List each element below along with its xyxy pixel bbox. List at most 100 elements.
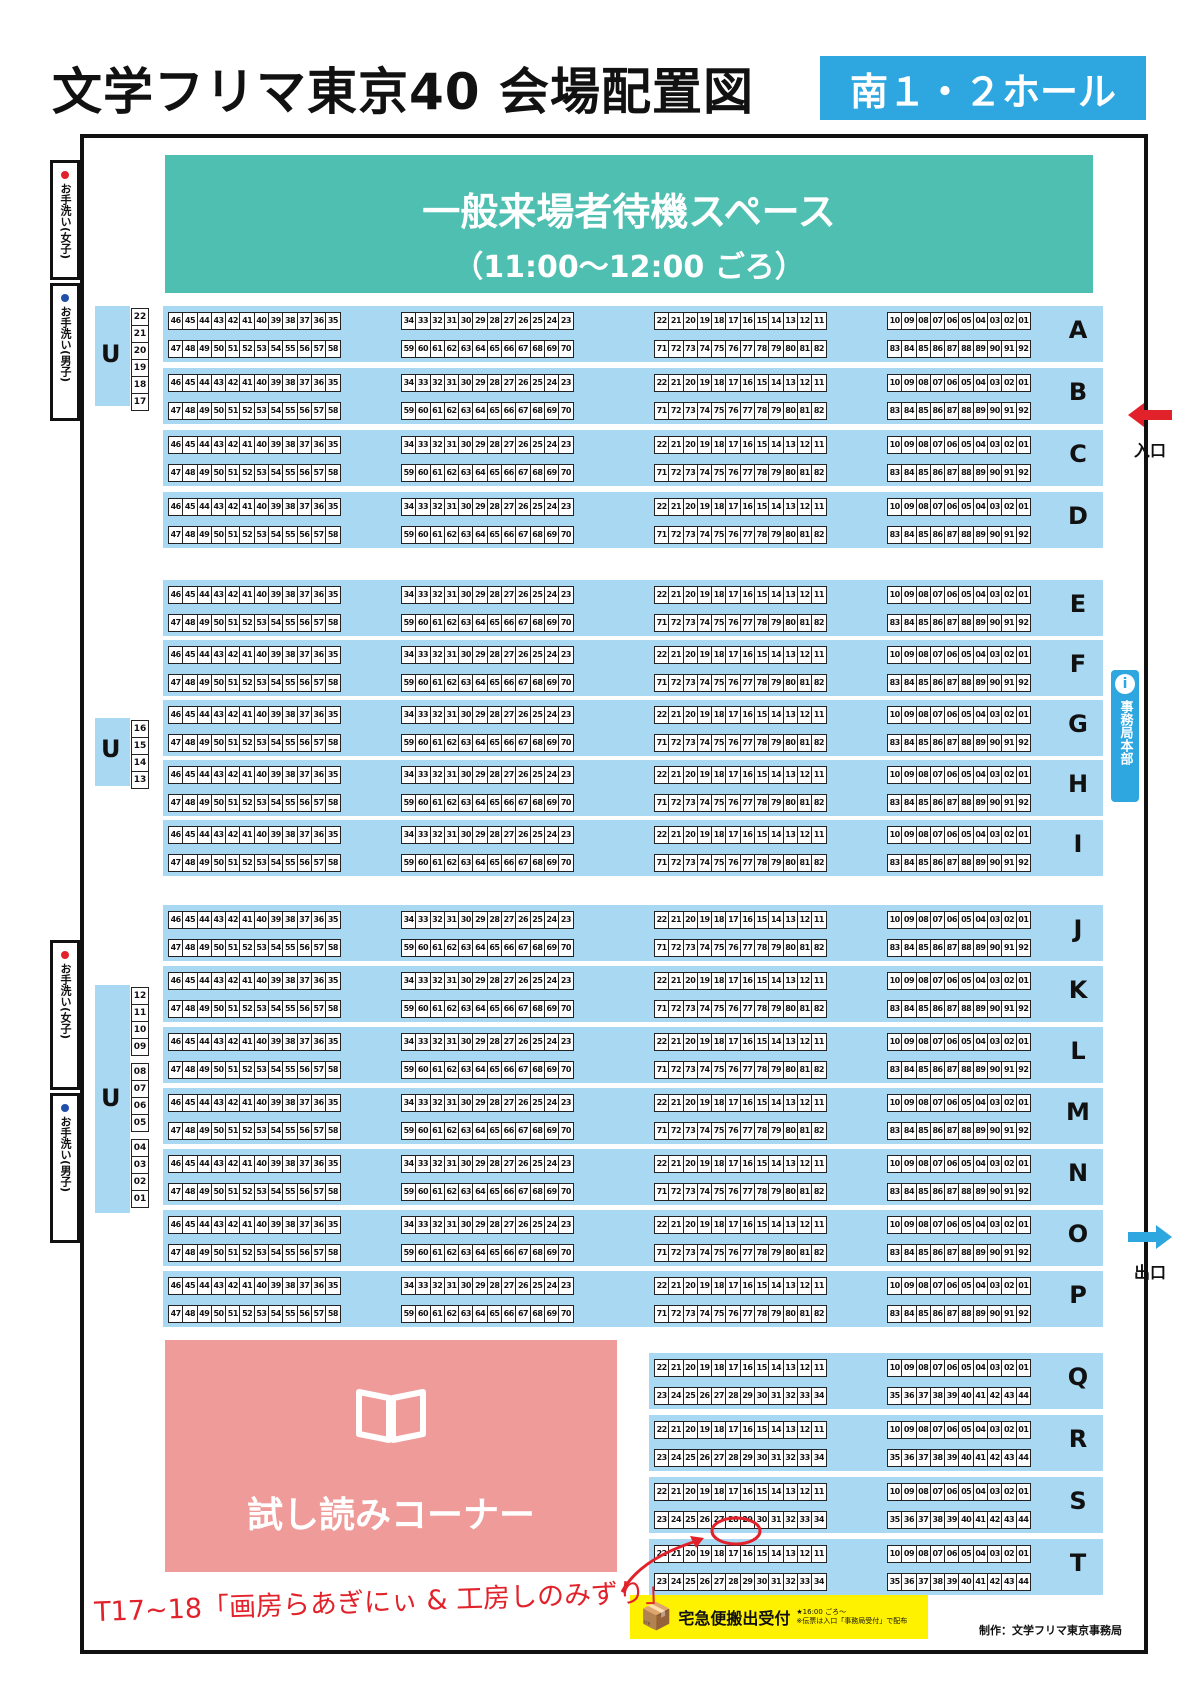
booth-number: 36 xyxy=(310,1094,327,1112)
u-booth-number: 17 xyxy=(131,393,149,411)
booth-number: 84 xyxy=(901,1244,917,1262)
booth-number: 37 xyxy=(296,498,312,516)
booth-number: 83 xyxy=(887,464,903,482)
booth-number: 15 xyxy=(754,1545,770,1563)
booth-number: 34 xyxy=(401,766,417,784)
booth-number: 21 xyxy=(668,646,684,664)
booth-number: 84 xyxy=(901,526,917,544)
booth-number: 75 xyxy=(711,402,727,420)
booth-number: 58 xyxy=(325,1122,341,1140)
booth-number: 23 xyxy=(558,1094,574,1112)
booth-number: 19 xyxy=(696,1483,713,1501)
booth-number: 29 xyxy=(472,911,488,929)
booth-number: 41 xyxy=(239,1216,255,1234)
booth-number: 49 xyxy=(196,1244,212,1262)
booth-number: 24 xyxy=(543,374,560,392)
booth-number: 86 xyxy=(929,1305,946,1323)
booth-number: 20 xyxy=(682,1483,698,1501)
booth-number: 62 xyxy=(443,464,460,482)
booth-number: 65 xyxy=(486,1244,503,1262)
booth-number: 01 xyxy=(1015,1216,1031,1234)
booth-number: 76 xyxy=(725,1183,741,1201)
booth-number: 67 xyxy=(515,614,531,632)
booth-number: 44 xyxy=(196,766,212,784)
row-label-f: F xyxy=(1069,650,1087,678)
booth-number: 33 xyxy=(415,498,431,516)
booth-number: 88 xyxy=(958,794,974,812)
booth-number: 11 xyxy=(811,1421,827,1439)
booth-number: 23 xyxy=(558,1216,574,1234)
booth-number: 56 xyxy=(296,340,312,358)
booth-number: 70 xyxy=(558,854,574,872)
booth-number: 85 xyxy=(915,1000,931,1018)
booth-number: 22 xyxy=(654,1155,670,1173)
u-booth-number: 18 xyxy=(131,376,149,394)
booth-number: 55 xyxy=(282,340,298,358)
booth-number: 80 xyxy=(782,734,798,752)
booth-number: 70 xyxy=(558,526,574,544)
booth-number: 19 xyxy=(696,1155,713,1173)
booth-number: 02 xyxy=(1001,1094,1017,1112)
booth-number: 57 xyxy=(310,794,327,812)
booth-number: 52 xyxy=(239,340,255,358)
booth-number: 18 xyxy=(711,1483,727,1501)
booth-number: 33 xyxy=(415,1216,431,1234)
booth-number: 87 xyxy=(944,939,960,957)
booth-number: 92 xyxy=(1015,1000,1031,1018)
booth-number: 42 xyxy=(225,312,241,330)
booth-number: 07 xyxy=(929,436,946,454)
booth-number: 63 xyxy=(458,1305,474,1323)
booth-number: 82 xyxy=(811,674,827,692)
booth-number: 16 xyxy=(739,911,756,929)
booth-number: 54 xyxy=(268,794,284,812)
booth-number: 04 xyxy=(972,1094,989,1112)
booth-number: 12 xyxy=(796,1033,813,1051)
booth-number: 18 xyxy=(711,1033,727,1051)
waiting-area-time: （11:00〜12:00 ごろ） xyxy=(453,250,805,285)
booth-number: 48 xyxy=(182,674,198,692)
booth-number: 79 xyxy=(768,854,784,872)
booth-number: 07 xyxy=(929,1033,946,1051)
booth-number: 36 xyxy=(310,911,327,929)
booth-number: 23 xyxy=(654,1387,670,1405)
booth-number: 52 xyxy=(239,1305,255,1323)
booth-number: 22 xyxy=(654,972,670,990)
booth-number: 14 xyxy=(768,706,784,724)
booth-number: 01 xyxy=(1015,374,1031,392)
booth-number: 16 xyxy=(739,1483,756,1501)
booth-number: 91 xyxy=(1001,1000,1017,1018)
booth-number: 89 xyxy=(972,464,989,482)
booth-number: 88 xyxy=(958,1244,974,1262)
booth-number: 27 xyxy=(501,826,517,844)
booth-number: 01 xyxy=(1015,706,1031,724)
booth-number: 62 xyxy=(443,1183,460,1201)
booth-number: 48 xyxy=(182,854,198,872)
booth-number: 36 xyxy=(310,1216,327,1234)
booth-number: 33 xyxy=(415,706,431,724)
booth-number: 67 xyxy=(515,1061,531,1079)
booth-number: 75 xyxy=(711,674,727,692)
booth-number: 74 xyxy=(696,1305,713,1323)
booth-number: 29 xyxy=(472,1094,488,1112)
booth-number: 63 xyxy=(458,464,474,482)
booth-number: 49 xyxy=(196,1305,212,1323)
booth-number: 38 xyxy=(282,1155,298,1173)
booth-number: 17 xyxy=(725,436,741,454)
booth-number: 74 xyxy=(696,674,713,692)
booth-number: 90 xyxy=(987,1244,1003,1262)
booth-number: 90 xyxy=(987,464,1003,482)
booth-number: 06 xyxy=(944,1545,960,1563)
booth-number: 64 xyxy=(472,854,488,872)
booth-number: 80 xyxy=(782,1244,798,1262)
booth-number: 84 xyxy=(901,734,917,752)
booth-number: 39 xyxy=(268,1094,284,1112)
booth-number: 31 xyxy=(443,1277,460,1295)
restroom-label: お手洗い(男子) xyxy=(59,306,72,383)
